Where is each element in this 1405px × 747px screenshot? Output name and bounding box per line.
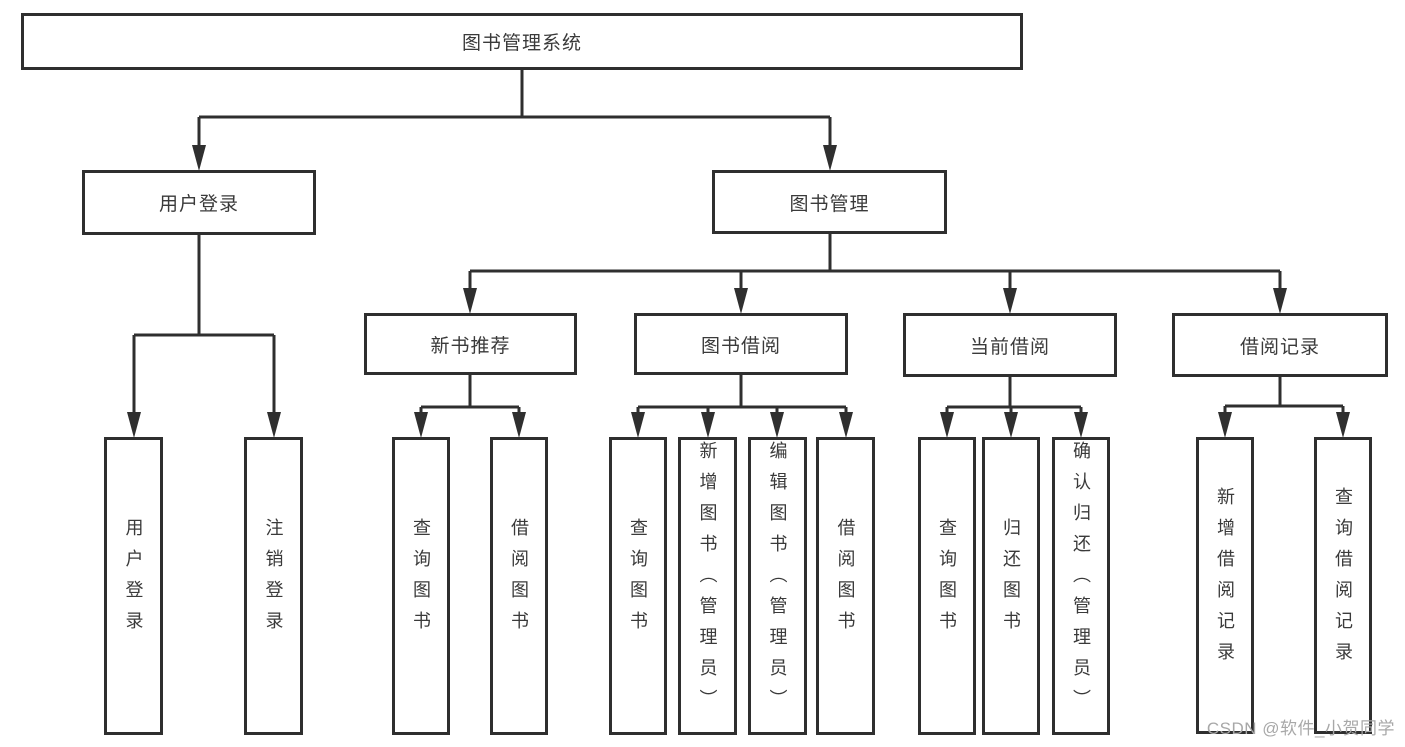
node-label: 图书管理 — [789, 193, 870, 215]
node-query-borrow-record: 查询借阅记录 — [1314, 437, 1372, 734]
node-user-login-leaf: 用户登录 — [104, 437, 163, 735]
node-book-management: 图书管理 — [712, 170, 947, 234]
arrowhead — [839, 412, 853, 438]
connector-newbook-leaves — [419, 375, 521, 414]
node-borrowing-records: 借阅记录 — [1172, 313, 1388, 377]
connector-borrowrecord-leaves — [1223, 377, 1345, 414]
node-borrow-books: 借阅图书 — [816, 437, 875, 735]
connector-userlogin-leaves — [132, 235, 276, 414]
connector-currentborrow-leaves — [945, 377, 1083, 414]
node-book-borrowing: 图书借阅 — [634, 313, 848, 375]
node-label: 图书管理系统 — [461, 33, 582, 54]
arrowhead — [1074, 412, 1088, 438]
node-system-root: 图书管理系统 — [21, 13, 1023, 70]
node-label: 用户登录 — [123, 518, 144, 642]
node-label: 注销登录 — [263, 518, 284, 642]
arrowhead — [770, 412, 784, 438]
node-label: 图书借阅 — [700, 335, 781, 357]
node-edit-books-admin: 编辑图书（管理员） — [748, 437, 807, 735]
arrowhead — [1003, 288, 1017, 314]
node-logout: 注销登录 — [244, 437, 303, 735]
node-label: 用户登录 — [158, 194, 239, 215]
arrowhead — [414, 412, 428, 438]
node-add-books-admin: 新增图书（管理员） — [678, 437, 737, 735]
csdn-watermark: CSDN @软件_小贺同学 — [1206, 719, 1395, 738]
arrowhead — [463, 288, 477, 314]
arrowhead — [823, 145, 837, 171]
connector-root-to-level2 — [197, 70, 832, 146]
node-label: 确认归还（管理员） — [1071, 440, 1091, 720]
node-label: 借阅图书 — [509, 518, 529, 642]
node-current-borrowing: 当前借阅 — [903, 313, 1117, 377]
node-label: 查询图书 — [628, 518, 648, 642]
node-label: 查询图书 — [411, 518, 431, 642]
node-label: 编辑图书（管理员） — [767, 440, 788, 720]
node-add-borrow-record: 新增借阅记录 — [1196, 437, 1254, 734]
node-query-books-newbook: 查询图书 — [392, 437, 450, 735]
connector-bookborrow-leaves — [636, 375, 848, 414]
arrowhead — [631, 412, 645, 438]
node-borrow-books-newbook: 借阅图书 — [490, 437, 548, 735]
node-query-books-borrow: 查询图书 — [609, 437, 667, 735]
node-new-book-recommend: 新书推荐 — [364, 313, 577, 375]
node-user-login: 用户登录 — [82, 170, 316, 235]
arrowhead — [940, 412, 954, 438]
node-return-books: 归还图书 — [982, 437, 1040, 735]
node-label: 新书推荐 — [430, 335, 511, 357]
arrowhead — [1336, 412, 1350, 438]
node-confirm-return-admin: 确认归还（管理员） — [1052, 437, 1110, 735]
arrowhead — [1273, 288, 1287, 314]
node-label: 借阅图书 — [835, 518, 856, 642]
arrowhead — [701, 412, 715, 438]
arrowhead — [734, 288, 748, 314]
node-label: 当前借阅 — [969, 336, 1050, 358]
node-label: 新增借阅记录 — [1215, 486, 1235, 673]
arrowhead — [1218, 412, 1232, 438]
node-label: 新增图书（管理员） — [697, 440, 718, 720]
arrowhead — [1004, 412, 1018, 438]
node-label: 查询图书 — [937, 518, 957, 642]
arrowhead — [127, 412, 141, 438]
arrowhead — [512, 412, 526, 438]
connector-bookmgmt-to-level3 — [468, 234, 1282, 290]
arrowhead — [192, 145, 206, 171]
node-label: 归还图书 — [1001, 518, 1021, 642]
node-query-books-current: 查询图书 — [918, 437, 976, 735]
node-label: 查询借阅记录 — [1333, 486, 1353, 673]
arrowhead — [267, 412, 281, 438]
node-label: 借阅记录 — [1239, 336, 1320, 358]
